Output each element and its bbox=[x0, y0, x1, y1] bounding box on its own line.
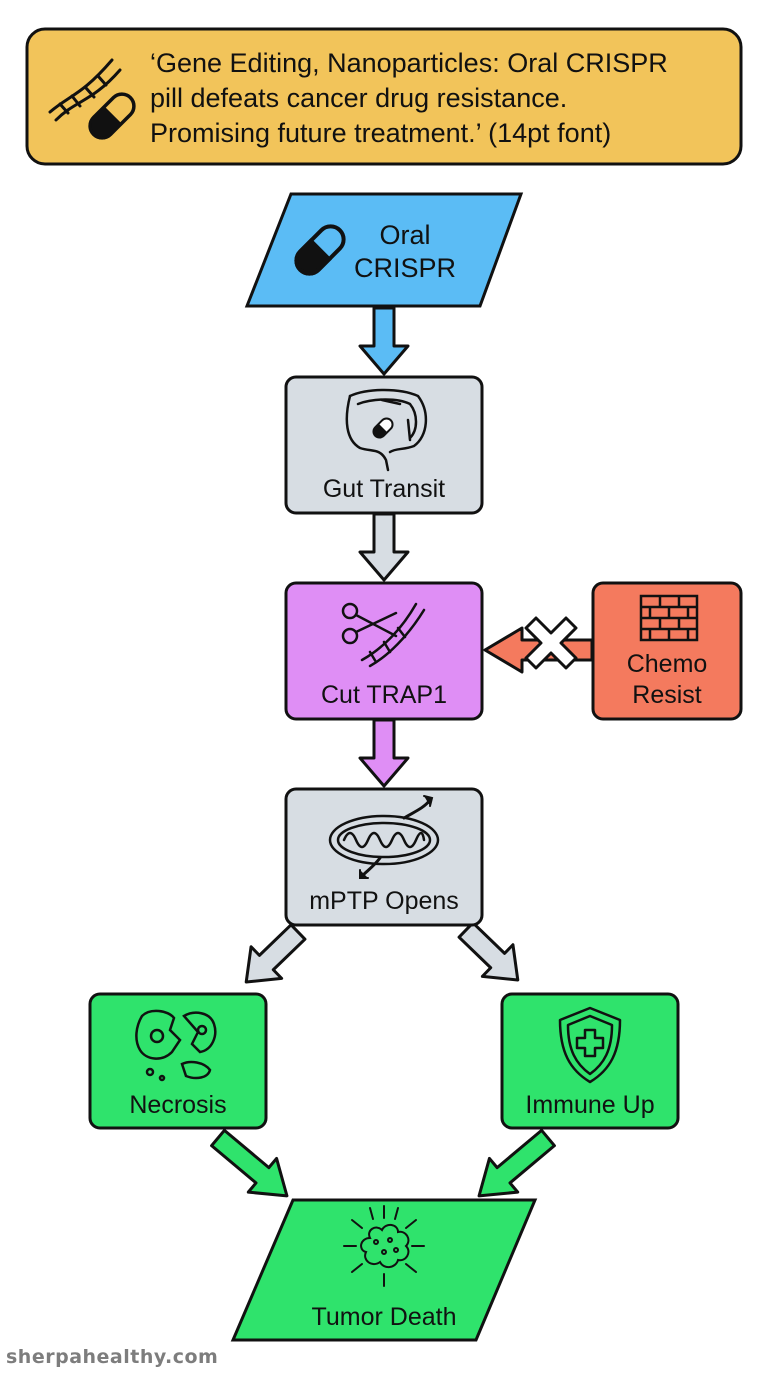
brick-wall-icon bbox=[639, 594, 699, 642]
node-tumor-death: Tumor Death bbox=[230, 1198, 538, 1342]
arrow-oral-to-gut bbox=[358, 306, 410, 376]
header-box bbox=[25, 27, 743, 166]
block-x-icon bbox=[524, 616, 578, 670]
node-gut-transit: Gut Transit bbox=[284, 375, 484, 515]
oral-crispr-line-1: Oral bbox=[379, 220, 430, 250]
header-banner: ‘Gene Editing, Nanoparticles: Oral CRISP… bbox=[25, 27, 743, 166]
immune-up-label: Immune Up bbox=[525, 1091, 654, 1119]
oral-crispr-line-2: CRISPR bbox=[354, 253, 456, 283]
chemo-resist-line-2: Resist bbox=[632, 681, 702, 709]
capsule-icon bbox=[294, 224, 346, 276]
gut-transit-label: Gut Transit bbox=[323, 475, 445, 503]
node-immune-up: Immune Up bbox=[500, 992, 680, 1130]
header-line-3: Promising future treatment.’ (14pt font) bbox=[150, 118, 611, 148]
chemo-resist-box bbox=[591, 581, 743, 721]
chemo-resist-line-1: Chemo bbox=[627, 650, 708, 678]
tumor-burst-icon bbox=[343, 1205, 425, 1287]
tumor-death-label: Tumor Death bbox=[312, 1303, 457, 1331]
broken-cell-icon bbox=[135, 1009, 217, 1082]
intestine-icon bbox=[345, 388, 427, 472]
node-cut-trap1: Cut TRAP1 bbox=[284, 581, 484, 721]
arrow-necrosis-to-tumor bbox=[210, 1128, 289, 1198]
immune-up-box bbox=[500, 992, 680, 1130]
gut-transit-box bbox=[284, 375, 484, 515]
arrow-immune-to-tumor bbox=[477, 1128, 556, 1198]
necrosis-box bbox=[88, 992, 268, 1130]
mitochondria-icon bbox=[328, 795, 440, 879]
necrosis-label: Necrosis bbox=[129, 1091, 226, 1119]
node-oral-crispr: Oral CRISPR bbox=[244, 192, 524, 308]
arrow-cut-to-mptp bbox=[358, 718, 410, 788]
arrow-mptp-to-necrosis bbox=[244, 923, 307, 984]
node-chemo-resist: Chemo Resist bbox=[591, 581, 743, 721]
tumor-death-shape bbox=[230, 1198, 538, 1342]
header-line-2: pill defeats cancer drug resistance. bbox=[150, 83, 567, 113]
header-line-1: ‘Gene Editing, Nanoparticles: Oral CRISP… bbox=[150, 48, 668, 78]
scissors-dna-icon bbox=[341, 602, 426, 668]
dna-capsule-icon bbox=[48, 58, 136, 140]
shield-plus-icon bbox=[558, 1006, 622, 1084]
cut-trap1-label: Cut TRAP1 bbox=[321, 681, 447, 709]
arrows bbox=[210, 306, 594, 1198]
arrow-mptp-to-immune bbox=[457, 921, 520, 982]
node-mptp-opens: mPTP Opens bbox=[284, 787, 484, 927]
oral-crispr-shape bbox=[244, 192, 524, 308]
watermark: sherpahealthy.com bbox=[6, 1346, 219, 1368]
node-necrosis: Necrosis bbox=[88, 992, 268, 1130]
mptp-opens-label: mPTP Opens bbox=[309, 887, 459, 915]
cut-trap1-box bbox=[284, 581, 484, 721]
arrow-gut-to-cut bbox=[358, 512, 410, 582]
